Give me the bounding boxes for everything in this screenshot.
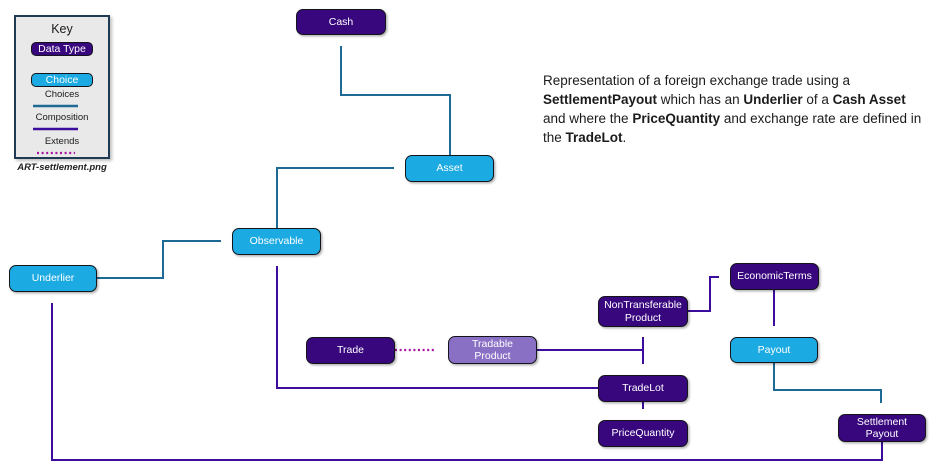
key-extends-label: Extends [44,135,80,147]
edge-observable-asset [276,167,394,228]
edge-nontransferable-product-economic-terms [688,276,719,312]
edge-payout-settlement-payout [773,363,882,403]
node-asset: Asset [405,155,494,182]
key-choice-swatch: Choice [31,73,93,88]
node-underlier: Underlier [9,265,97,292]
extends-arrow-icon [37,151,75,154]
choices-arrow-icon [33,104,78,108]
node-economic-terms: EconomicTerms [730,263,819,290]
key-legend: Key Data Type Choice Choices Composition… [14,15,110,159]
diagram-filename-caption: ART-settlement.png [17,162,107,173]
edge-underlier-observable [97,240,221,279]
node-trade: Trade [306,337,395,364]
node-observable: Observable [232,228,321,255]
edge-asset-cash [340,46,451,155]
node-settlement-payout: Settlement Payout [838,414,926,442]
composition-arrow-icon [33,128,78,131]
key-choices-label: Choices [44,89,80,101]
key-title: Key [51,22,73,36]
description-text: Representation of a foreign exchange tra… [543,73,922,145]
node-tradable-product: Tradable Product [448,336,537,364]
edge-tradelot-observable [276,266,598,389]
edge-tradable-product-nontransferable-product [537,337,644,351]
node-cash: Cash [296,9,386,35]
node-nontransferable-product: NonTransferable Product [598,296,688,327]
edge-settlement-payout-underlier [51,303,883,461]
node-tradelot: TradeLot [598,375,688,402]
key-composition-label: Composition [35,112,89,124]
key-data-type-swatch: Data Type [31,42,93,57]
node-payout: Payout [730,337,818,363]
node-price-quantity: PriceQuantity [598,420,688,447]
